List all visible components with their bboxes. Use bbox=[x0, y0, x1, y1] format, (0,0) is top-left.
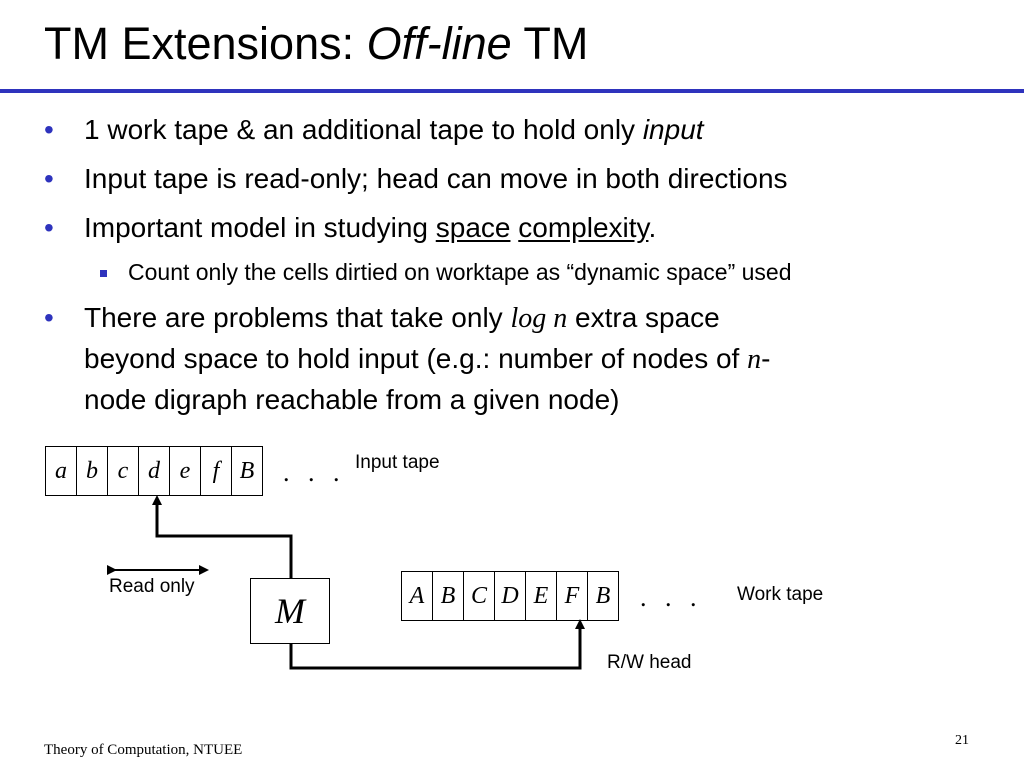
input-tape-cell: e bbox=[170, 447, 201, 495]
work-tape-cell: B bbox=[433, 572, 464, 620]
work-tape-label: Work tape bbox=[737, 584, 824, 605]
work-tape-cell: A bbox=[402, 572, 433, 620]
input-tape-cell: d bbox=[139, 447, 170, 495]
work-tape-cell: F bbox=[557, 572, 588, 620]
work-tape-cell: D bbox=[495, 572, 526, 620]
input-tape: a b c d e f B bbox=[45, 446, 263, 496]
input-tape-cell: c bbox=[108, 447, 139, 495]
input-tape-cell: f bbox=[201, 447, 232, 495]
bullet-marker: • bbox=[44, 163, 54, 194]
work-tape-ellipsis: . . . bbox=[640, 583, 703, 612]
work-tape: A B C D E F B bbox=[401, 571, 619, 621]
rw-head-arrow bbox=[289, 619, 585, 670]
footer-course: Theory of Computation, NTUEE bbox=[44, 742, 243, 758]
input-tape-cell: b bbox=[77, 447, 108, 495]
title-divider bbox=[0, 89, 1024, 93]
work-tape-cell: B bbox=[588, 572, 619, 620]
machine-box: M bbox=[250, 578, 330, 644]
input-tape-label: Input tape bbox=[355, 452, 440, 473]
input-tape-cell: B bbox=[232, 447, 263, 495]
bullet-marker: • bbox=[44, 212, 54, 243]
work-tape-cell: C bbox=[464, 572, 495, 620]
rw-head-label: R/W head bbox=[607, 652, 692, 673]
work-tape-cell: E bbox=[526, 572, 557, 620]
page-number: 21 bbox=[955, 733, 969, 748]
slide-title: TM Extensions: Off-line TM bbox=[44, 18, 589, 69]
bullet-marker: • bbox=[44, 302, 54, 333]
input-tape-ellipsis: . . . bbox=[283, 458, 346, 487]
read-only-label: Read only bbox=[109, 576, 195, 597]
bullet-marker: • bbox=[44, 114, 54, 145]
input-tape-cell: a bbox=[46, 447, 77, 495]
input-head-arrow bbox=[152, 495, 293, 578]
sub-bullet-marker bbox=[100, 270, 107, 277]
